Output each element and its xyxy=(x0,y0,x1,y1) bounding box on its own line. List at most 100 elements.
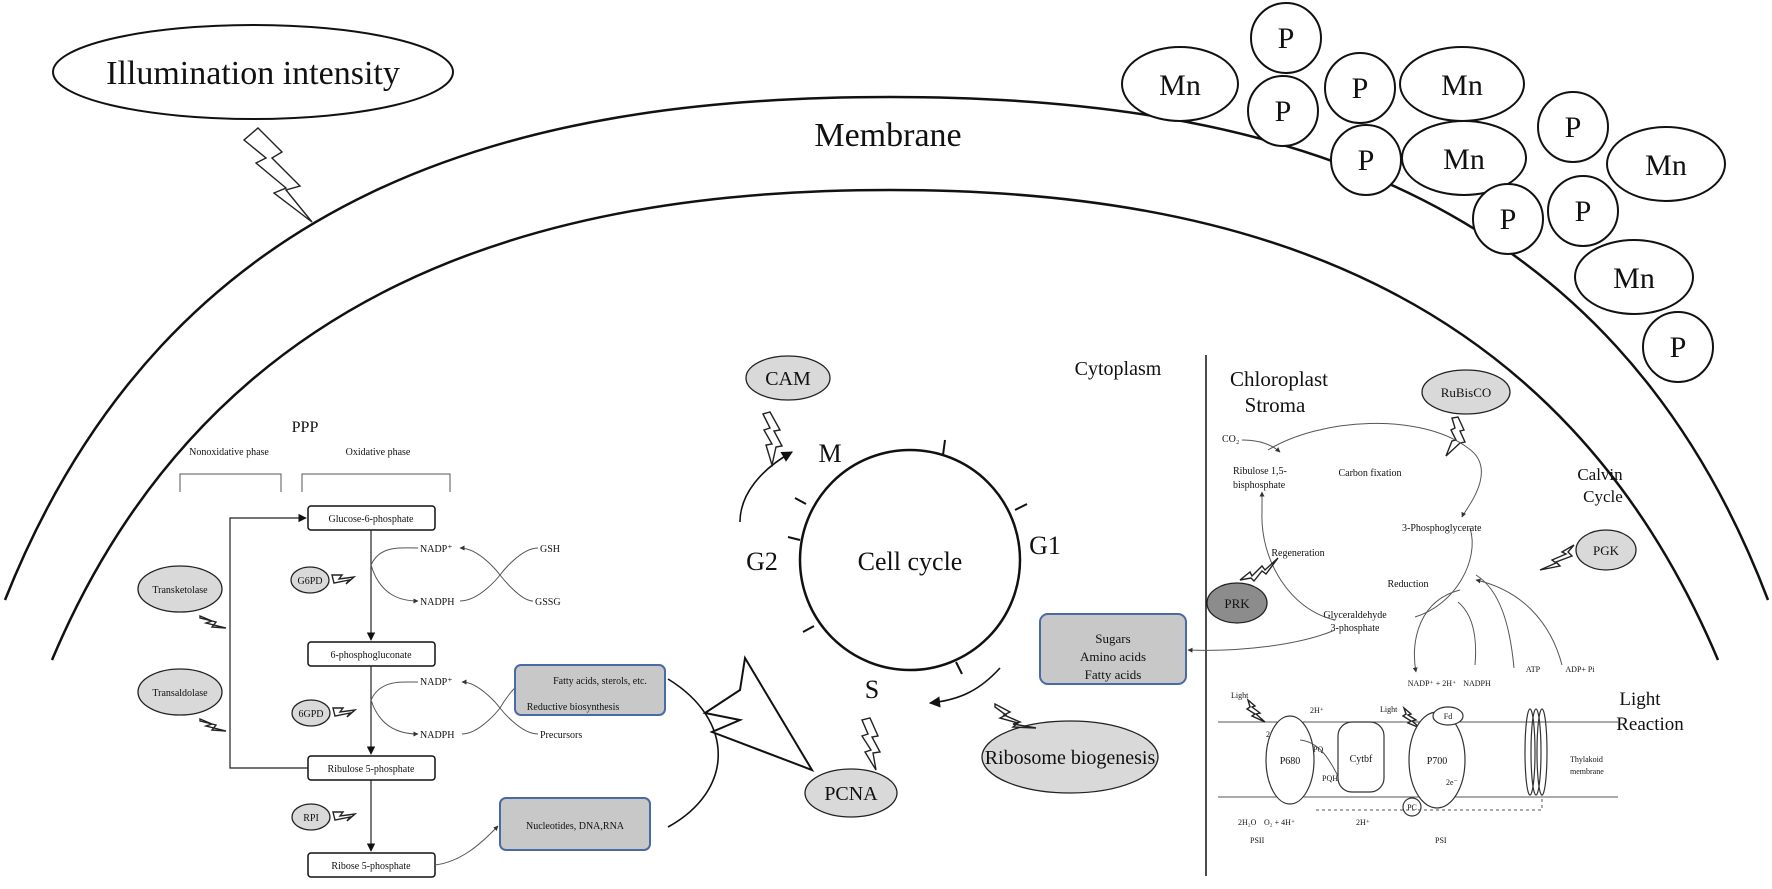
rpi-label: RPI xyxy=(303,813,319,824)
reduction-label: Reduction xyxy=(1387,579,1428,590)
co2-label: CO₂ xyxy=(1222,434,1239,445)
ppp-oxidative-label: Oxidative phase xyxy=(346,447,411,458)
fatty-acids-box xyxy=(514,664,666,716)
ribulose-15-label: Ribulose 1,5- xyxy=(1233,466,1287,477)
gssg-label: GSSG xyxy=(535,597,561,608)
ion-mn: Mn xyxy=(1613,262,1655,295)
cell-cycle: Cell cycle M G1 G2 S CAM PCNA Ribosome b… xyxy=(739,355,1187,818)
phase-g2: G2 xyxy=(746,547,778,576)
ion-mn: Mn xyxy=(1443,143,1485,176)
membrane-thylakoid-label: membrane xyxy=(1570,767,1604,776)
6gpd-label: 6GPD xyxy=(298,709,323,720)
transketolase-label: Transketolase xyxy=(152,585,208,596)
phosphoglycerate-label: 3-Phosphoglycerate xyxy=(1402,523,1482,534)
ion-mn: Mn xyxy=(1441,69,1483,102)
light-label-2: Light xyxy=(1380,705,1398,714)
ion-p: P xyxy=(1275,95,1292,128)
cytbf-label: Cytbf xyxy=(1350,754,1373,765)
stroma-title: Stroma xyxy=(1245,393,1306,417)
ppp-nonoxidative-label: Nonoxidative phase xyxy=(189,447,269,458)
atp-label: ATP xyxy=(1526,665,1541,674)
pcna-label: PCNA xyxy=(824,783,878,805)
illumination-label: Illumination intensity xyxy=(106,55,400,92)
products-box xyxy=(1039,613,1187,685)
atp-synthase-2 xyxy=(1530,708,1542,796)
ion-p: P xyxy=(1358,144,1375,177)
light-label-1: Light xyxy=(1231,691,1249,700)
chloroplast-title: Chloroplast xyxy=(1230,367,1328,391)
pgk-enzyme xyxy=(1575,529,1637,571)
ribosome-biogenesis-ellipse xyxy=(981,720,1159,794)
ion-p: P xyxy=(1565,111,1582,144)
transaldolase-label: Transaldolase xyxy=(152,688,208,699)
cycle-label: Cycle xyxy=(1583,487,1623,506)
reductive-biosynthesis-label: Reductive biosynthesis xyxy=(527,702,620,713)
fd-label: Fd xyxy=(1444,712,1452,721)
product-sugars: Sugars xyxy=(1095,631,1130,646)
regeneration-label: Regeneration xyxy=(1271,548,1324,559)
membrane-label: Membrane xyxy=(814,117,961,154)
nadp-label-2: NADP⁺ xyxy=(420,677,453,688)
rpi-enzyme xyxy=(291,803,331,831)
gsh-label: GSH xyxy=(540,544,560,555)
2e-label-2: 2e⁻ xyxy=(1446,778,1458,787)
prk-enzyme xyxy=(1206,582,1268,624)
ion-p: P xyxy=(1500,203,1517,236)
3-phosphate-label: 3-phosphate xyxy=(1331,623,1380,634)
cam-label: CAM xyxy=(765,368,811,390)
fatty-acids-label: Fatty acids, sterols, etc. xyxy=(553,676,647,687)
nadph-label-2: NADPH xyxy=(420,730,454,741)
cytbf-complex xyxy=(1337,721,1385,793)
pgk-label: PGK xyxy=(1593,543,1620,558)
p700-label: P700 xyxy=(1427,756,1448,767)
nadp-2h-label: NADP⁺ + 2H⁺ xyxy=(1408,679,1457,688)
illumination-ellipse xyxy=(52,24,454,120)
glyceraldehyde-label: Glyceraldehyde xyxy=(1323,610,1387,621)
pc-circle xyxy=(1402,797,1422,817)
psii-label: PSII xyxy=(1250,836,1265,845)
product-fatty-acids: Fatty acids xyxy=(1085,667,1142,682)
pq-label: PQ xyxy=(1313,745,1323,754)
rubisco-enzyme xyxy=(1421,369,1511,415)
g6pd-label: G6PD xyxy=(297,576,322,587)
product-amino-acids: Amino acids xyxy=(1080,649,1146,664)
h2o-label: 2H₂O xyxy=(1238,818,1257,827)
big-hollow-arrow xyxy=(702,655,815,772)
carbon-fixation-label: Carbon fixation xyxy=(1338,468,1401,479)
transaldolase-enzyme xyxy=(137,668,223,716)
ion-p: P xyxy=(1670,331,1687,364)
2h-label-1: 2H⁺ xyxy=(1310,706,1324,715)
ion-mn: Mn xyxy=(1645,149,1687,182)
ion-p: P xyxy=(1575,195,1592,228)
transketolase-enzyme xyxy=(137,565,223,613)
nadp-label-1: NADP⁺ xyxy=(420,544,453,555)
nucleotides-box xyxy=(499,797,651,851)
cytoplasm-label: Cytoplasm xyxy=(1075,358,1162,380)
ribosome-biogenesis-label: Ribosome biogenesis xyxy=(985,747,1156,769)
fd-ellipse xyxy=(1432,706,1464,726)
o2-label: O₂ + 4H⁺ xyxy=(1264,818,1295,827)
phase-m: M xyxy=(818,439,841,468)
ribulose-5-phosphate-label: Ribulose 5-phosphate xyxy=(328,764,415,775)
glucose-6-phosphate-label: Glucose-6-phosphate xyxy=(329,514,415,525)
pc-label: PC xyxy=(1407,803,1417,812)
cam-enzyme xyxy=(745,355,831,401)
nucleotides-label: Nucleotides, DNA,RNA xyxy=(526,821,625,832)
p680-label: P680 xyxy=(1280,756,1301,767)
light-reaction-title-1: Light xyxy=(1619,689,1661,710)
ion-p: P xyxy=(1352,72,1369,105)
ppp-pathway: PPP Nonoxidative phase Oxidative phase G… xyxy=(137,419,720,878)
pqh2-label: PQH₂ xyxy=(1322,774,1341,783)
membrane-outer-arc xyxy=(3,95,1770,601)
chloroplast: Chloroplast Stroma RuBisCO CO₂ Ribulose … xyxy=(1187,367,1684,845)
cell-cycle-circle xyxy=(798,448,1022,672)
ribose-5-phosphate-label: Ribose 5-phosphate xyxy=(331,861,411,872)
g6pd-enzyme xyxy=(290,566,330,594)
cell-cycle-title: Cell cycle xyxy=(858,547,963,576)
bisphosphate-label: bisphosphate xyxy=(1233,480,1286,491)
rubisco-label: RuBisCO xyxy=(1441,385,1492,400)
ion-mn: Mn xyxy=(1159,69,1201,102)
light-reaction-title-2: Reaction xyxy=(1616,714,1684,735)
2h-label-2: 2H⁺ xyxy=(1356,818,1370,827)
